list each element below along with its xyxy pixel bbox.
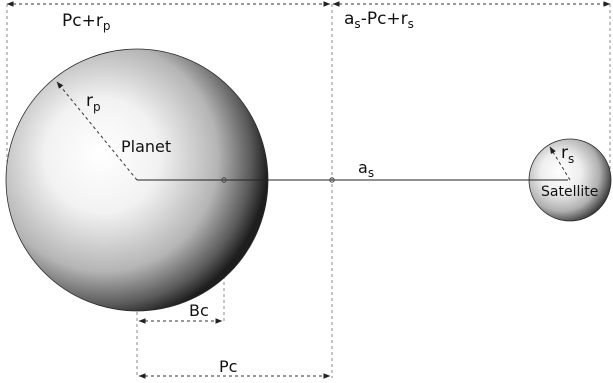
bc-label: Bc (189, 301, 209, 320)
orbit-point-marker (329, 177, 335, 183)
satellite-radius-label: rs (561, 143, 574, 166)
satellite-radius-arrow (549, 146, 571, 181)
pc-label: Pc (219, 357, 237, 376)
top-left-label: Pc+rp (62, 11, 110, 33)
semi-major-axis-label: as (358, 158, 374, 180)
barycenter-marker (221, 177, 227, 183)
satellite-label: Satellite (541, 184, 598, 200)
planet-label: Planet (121, 137, 171, 156)
planet-radius-label: rp (86, 91, 101, 114)
top-right-label: as-Pc+rs (344, 9, 414, 31)
